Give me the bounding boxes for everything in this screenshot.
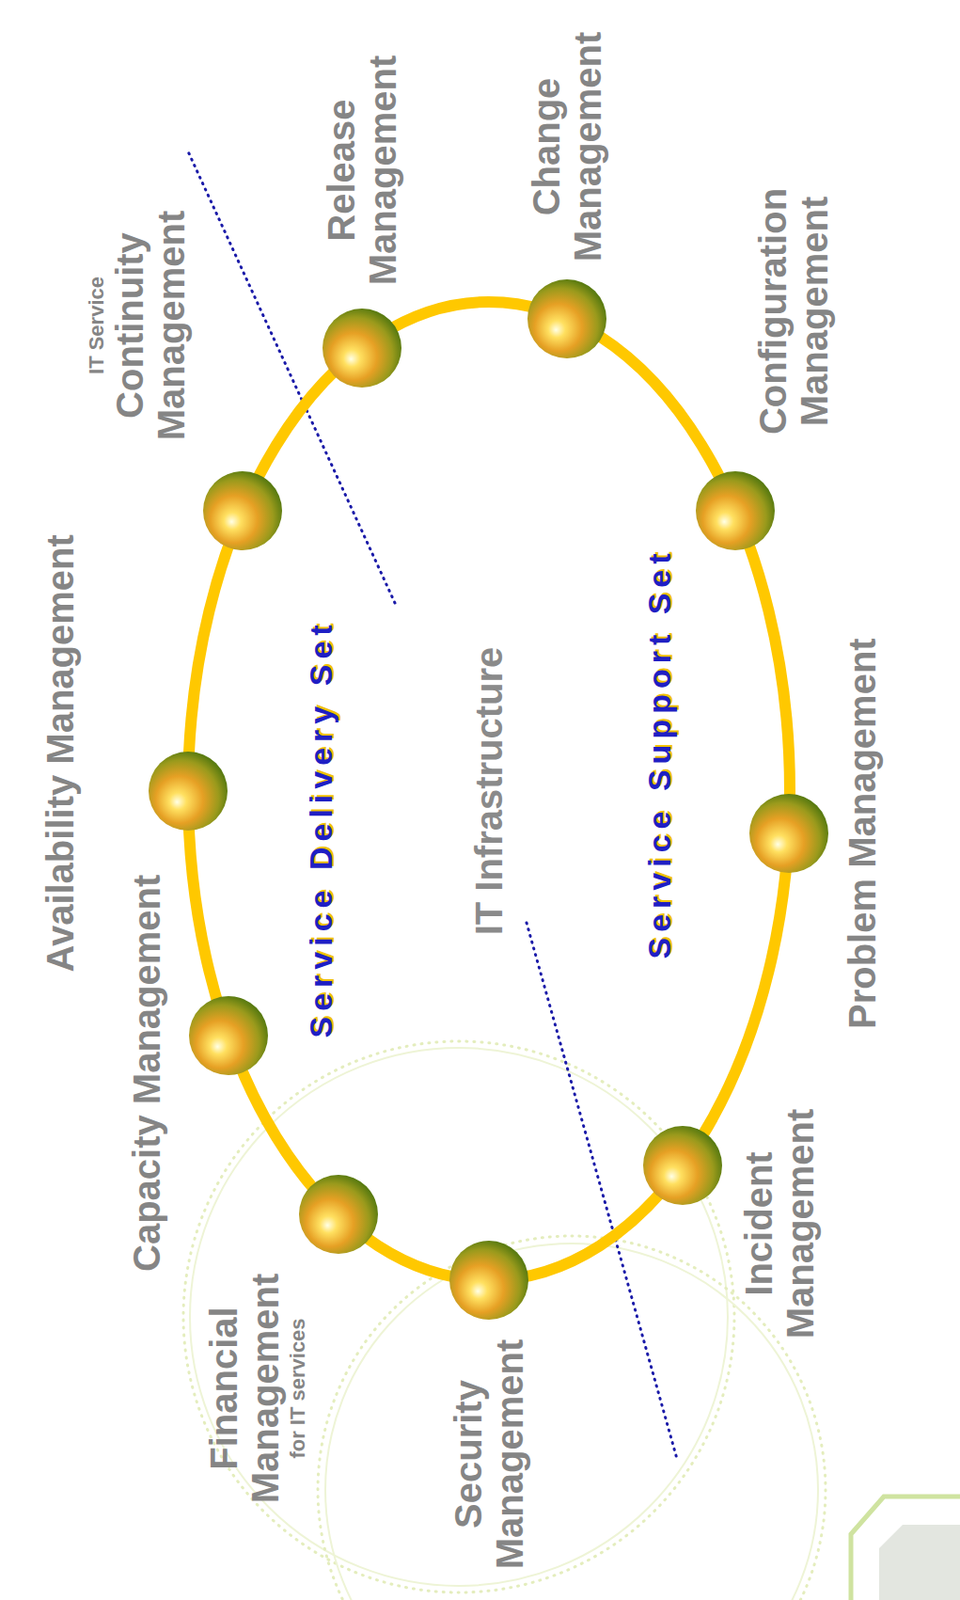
process-label: Financial Managementfor IT services	[203, 1260, 311, 1515]
process-ball	[749, 793, 829, 873]
process-ball	[643, 1125, 723, 1205]
process-ball	[203, 471, 283, 551]
process-label: Problem Management	[841, 637, 883, 1029]
process-name: Security Management	[447, 1326, 531, 1581]
process-ball	[527, 279, 607, 359]
logo-corner	[879, 1524, 960, 1600]
process-name: Change Management	[525, 19, 609, 274]
set-label: Service Delivery Set	[302, 618, 340, 1038]
process-label: Change Management	[525, 19, 609, 274]
ring-ellipse	[188, 301, 790, 1280]
process-name: Release Management	[320, 43, 404, 298]
sub-label: for IT services	[285, 1260, 311, 1515]
process-label: Configuration Management	[752, 156, 835, 467]
process-ball	[449, 1240, 529, 1320]
process-name: Incident Management	[738, 1096, 821, 1351]
process-label: Capacity Management	[125, 874, 168, 1272]
process-name: Availability Management	[39, 534, 81, 972]
process-label: IT ServiceContinuity Management	[84, 188, 192, 462]
infrastructure-ring: IT Infrastructure	[188, 301, 790, 1280]
process-name: Financial Management	[203, 1260, 286, 1515]
process-ball	[188, 995, 268, 1075]
process-name: Configuration Management	[752, 156, 835, 467]
process-label: Release Management	[320, 43, 404, 298]
process-label: Availability Management	[39, 534, 81, 972]
process-label: Security Management	[447, 1326, 531, 1581]
process-name: Continuity Management	[109, 188, 192, 462]
set-label: Service Support Set	[641, 547, 678, 959]
watermark-circle	[325, 1243, 819, 1600]
sub-label: IT Service	[84, 188, 110, 462]
process-ball	[322, 308, 402, 388]
process-name: Capacity Management	[125, 874, 168, 1272]
process-label: Incident Management	[738, 1096, 821, 1351]
process-ball	[695, 471, 775, 551]
process-name: Problem Management	[841, 637, 883, 1029]
center-title: IT Infrastructure	[468, 635, 510, 946]
process-ball	[148, 751, 228, 831]
logo-corner	[850, 1495, 960, 1600]
process-ball	[299, 1174, 378, 1254]
